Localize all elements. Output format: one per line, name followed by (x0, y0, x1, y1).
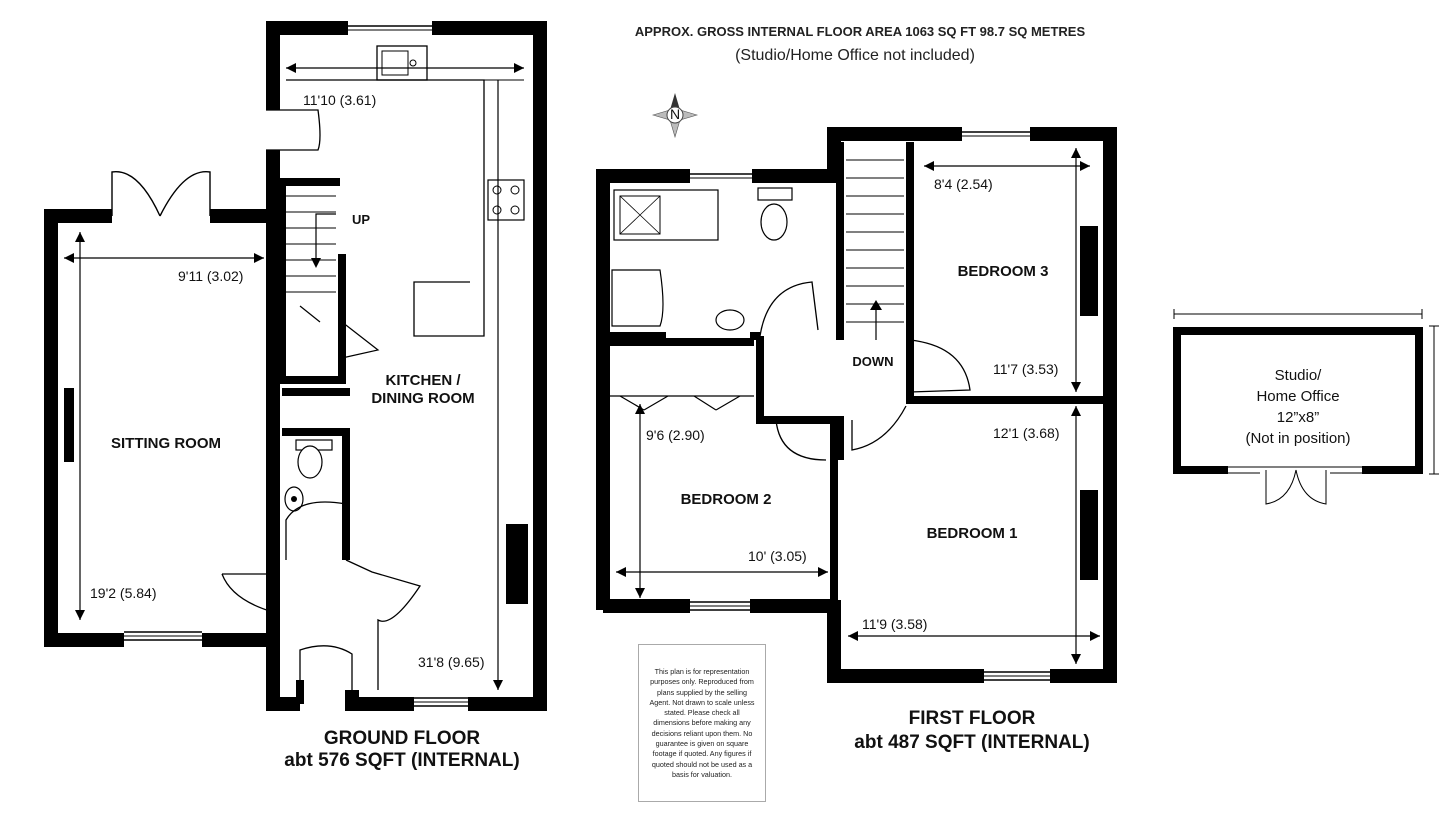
bedroom3-width-dimension: 8'4 (2.54) (934, 176, 993, 192)
floor-area-heading: APPROX. GROSS INTERNAL FLOOR AREA 1063 S… (635, 24, 1086, 39)
bedroom2-label: BEDROOM 2 (681, 491, 772, 508)
bedroom2-width-dimension: 10' (3.05) (748, 548, 807, 564)
first-floor-title: FIRST FLOOR (909, 708, 1036, 729)
bedroom1-label: BEDROOM 1 (927, 525, 1018, 542)
bedroom1-width-dimension: 11'9 (3.58) (862, 616, 927, 632)
sitting-width-dimension: 9'11 (3.02) (178, 268, 243, 284)
bedroom2-length-dimension: 9'6 (2.90) (646, 427, 705, 443)
studio-label-line2: Home Office (1256, 388, 1339, 405)
stairs-down-label: DOWN (852, 354, 893, 369)
studio-position-note: (Not in position) (1245, 430, 1350, 447)
bedroom3-label: BEDROOM 3 (958, 263, 1049, 280)
kitchen-length-dimension: 31'8 (9.65) (418, 654, 485, 670)
disclaimer-box: This plan is for representation purposes… (638, 644, 766, 802)
compass-icon: N (651, 93, 699, 139)
studio-size-label: 12”x8” (1277, 409, 1320, 426)
kitchen-label-line1: KITCHEN / (386, 372, 462, 389)
kitchen-label-line2: DINING ROOM (371, 390, 474, 407)
studio-exclusion-note: (Studio/Home Office not included) (735, 47, 975, 64)
sitting-room-label: SITTING ROOM (111, 435, 221, 452)
kitchen-width-dimension: 11'10 (3.61) (303, 92, 376, 108)
studio-plan: Studio/ Home Office 12”x8” (Not in posit… (1173, 309, 1439, 505)
ground-floor-title: GROUND FLOOR (324, 728, 480, 749)
disclaimer-text: This plan is for representation purposes… (649, 667, 755, 779)
svg-text:N: N (670, 106, 680, 122)
first-floor-area: abt 487 SQFT (INTERNAL) (854, 732, 1089, 753)
bedroom3-length-dimension: 11'7 (3.53) (993, 361, 1058, 377)
ground-floor-plan: 11'10 (3.61) 31'8 (9.65) 9'11 (3.02) 19'… (44, 21, 547, 771)
studio-label-line1: Studio/ (1275, 367, 1323, 384)
bedroom1-length-dimension: 12'1 (3.68) (993, 425, 1060, 441)
first-floor-plan: 8'4 (2.54) 11'7 (3.53) 12'1 (3.68) 11'9 … (596, 127, 1117, 753)
ground-floor-area: abt 576 SQFT (INTERNAL) (284, 750, 519, 771)
sitting-length-dimension: 19'2 (5.84) (90, 585, 157, 601)
stairs-up-label: UP (352, 212, 370, 227)
